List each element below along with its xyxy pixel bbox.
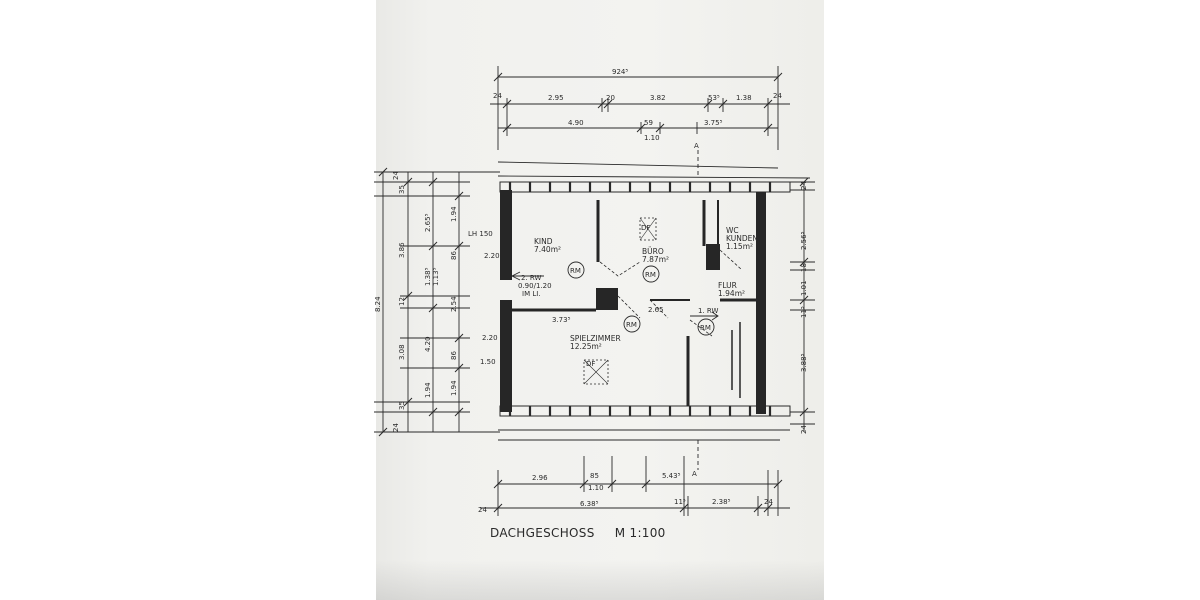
drawing-scale: M 1:100 <box>614 526 666 540</box>
dim-left-sill-2: 1.50 <box>480 358 496 366</box>
dim-bot-r1-2: 1.10 <box>588 484 604 492</box>
dim-top-r3-3: 3.75⁵ <box>704 119 723 127</box>
dim-left-12: 12 <box>398 297 406 306</box>
dim-bot-r1-0: 2.96 <box>532 474 548 482</box>
room-kind-name: KIND <box>534 237 553 246</box>
dim-left-win-0: 1.94 <box>450 206 458 222</box>
dim-left-inner-0: 2.65⁵ <box>424 213 432 232</box>
dim-right-0: 24 <box>800 181 808 190</box>
dim-left-win-4: 1.94 <box>450 380 458 396</box>
dim-left-cut: 8.24 <box>374 296 382 312</box>
room-kind-area: 7.40m² <box>534 245 561 254</box>
skylights <box>583 217 657 385</box>
lh-label: LH 150 <box>468 230 493 238</box>
door-swings <box>599 249 743 337</box>
dim-top-r3-0: 4.90 <box>568 119 584 127</box>
room-labels: KIND 7.40m² BÜRO 7.87m² WC KUNDEN 1.15m²… <box>534 226 758 351</box>
dim-bot-r1-1: 85 <box>590 472 599 480</box>
room-flur-area: 1.94m² <box>718 289 745 298</box>
dim-right-1: 2.56⁵ <box>800 231 808 250</box>
dimension-labels-interior: 3.73⁵ 2.65 <box>552 306 664 324</box>
dimension-lines <box>374 66 815 516</box>
dim-left-sill-0: 2.20 <box>484 252 500 260</box>
df-label-1: DF <box>641 224 650 232</box>
section-a-top: A <box>694 142 699 150</box>
dim-right-3: 1.01 <box>800 280 808 296</box>
dim-left-win-2: 2.54 <box>450 296 458 312</box>
dim-bot-r2-4: 24 <box>764 498 773 506</box>
dim-left-24-bot: 24 <box>392 423 400 432</box>
dim-top-r3-2: 1.10 <box>644 134 660 142</box>
dim-bot-r2-2: 11⁵ <box>674 498 686 506</box>
room-buero-name: BÜRO <box>642 247 664 256</box>
rafter-strip-top <box>499 181 791 193</box>
drawing-title-block: DACHGESCHOSS M 1:100 <box>490 526 682 540</box>
rm-label-3: RM <box>626 321 637 329</box>
rw2-label: 2. RW <box>521 274 541 282</box>
dim-left-win-1: 86 <box>450 251 458 260</box>
dim-right-4: 11⁵ <box>800 306 808 318</box>
dim-top-r3-1: 59 <box>644 119 653 127</box>
dimension-ticks <box>378 72 809 513</box>
rm-label-2: RM <box>645 271 656 279</box>
smoke-detectors <box>567 261 715 336</box>
dim-left-386: 3.86 <box>398 242 406 258</box>
room-flur-name: FLUR <box>718 281 737 290</box>
df-label-2: DF <box>586 360 595 368</box>
dim-right-6: 24 <box>800 425 808 434</box>
dim-top-r2-0: 24 <box>493 92 502 100</box>
room-buero-area: 7.87m² <box>642 255 669 264</box>
room-wc-name2: KUNDEN <box>726 234 758 243</box>
dim-top-r2-1: 2.95 <box>548 94 564 102</box>
room-wc-name: WC <box>726 226 739 235</box>
rafter-strip-bottom <box>499 405 791 417</box>
dim-top-total: 924⁵ <box>612 68 628 76</box>
dim-left-inner-3: 4.20 <box>424 336 432 352</box>
room-spielzimmer-area: 12.25m² <box>570 342 602 351</box>
rm-label-4: RM <box>700 324 711 332</box>
dim-int-0: 3.73⁵ <box>552 316 571 324</box>
dim-left-inner-4: 1.94 <box>424 382 432 398</box>
escape-arrows <box>510 271 719 321</box>
dim-left-35-top: 35 <box>398 185 406 194</box>
dim-top-r2-6: 24 <box>773 92 782 100</box>
dim-bot-r1-3: 5.43⁵ <box>662 472 681 480</box>
dimension-labels-right: 24 2.56⁵ 18 1.01 11⁵ 3.88⁵ 24 <box>800 181 808 434</box>
section-a-bottom: A <box>692 470 697 478</box>
dim-top-r2-4: 53⁵ <box>708 94 720 102</box>
dim-left-sill-1: 2.20 <box>482 334 498 342</box>
room-spielzimmer-name: SPIELZIMMER <box>570 334 621 343</box>
dim-top-r2-5: 1.38 <box>736 94 752 102</box>
dim-bot-r2-1: 6.38⁵ <box>580 500 599 508</box>
rw1-label: 1. RW <box>698 307 718 315</box>
dim-left-win-3: 86 <box>450 351 458 360</box>
dim-bot-r2-3: 2.38⁵ <box>712 498 731 506</box>
rw2-note: IM LI. <box>522 290 541 298</box>
dim-left-308: 3.08 <box>398 344 406 360</box>
paper-shadow <box>376 560 824 600</box>
dimension-labels-left: 24 35 3.86 12 3.08 35 24 2.65⁵ 1.38⁵ 1.1… <box>374 171 500 432</box>
symbol-labels: RM RM RM RM DF DF A A 2. RW 0.90/1.20 IM… <box>468 142 718 478</box>
dimension-labels-top: 924⁵ 24 2.95 20 3.82 53⁵ 1.38 24 4.90 59… <box>493 68 782 142</box>
dim-left-24-top: 24 <box>392 171 400 180</box>
room-wc-area: 1.15m² <box>726 242 753 251</box>
rw2-size: 0.90/1.20 <box>518 282 552 290</box>
walls <box>500 190 766 414</box>
dim-left-35-bot: 35 <box>398 401 406 410</box>
rm-label-1: RM <box>570 267 581 275</box>
dim-left-inner-2: 1.13⁵ <box>432 267 440 286</box>
dim-right-5: 3.88⁵ <box>800 353 808 372</box>
interior-walls <box>512 200 756 406</box>
dim-int-1: 2.65 <box>648 306 664 314</box>
dim-top-r2-3: 3.82 <box>650 94 666 102</box>
dim-bot-r2-0: 24 <box>478 506 487 514</box>
dimension-labels-bottom: 2.96 85 1.10 5.43⁵ 24 6.38⁵ 11⁵ 2.38⁵ 24 <box>478 472 773 514</box>
dim-right-2: 18 <box>800 263 808 272</box>
dim-left-inner-1: 1.38⁵ <box>424 267 432 286</box>
dim-top-r2-2: 20 <box>606 94 615 102</box>
drawing-title: DACHGESCHOSS <box>490 526 595 540</box>
